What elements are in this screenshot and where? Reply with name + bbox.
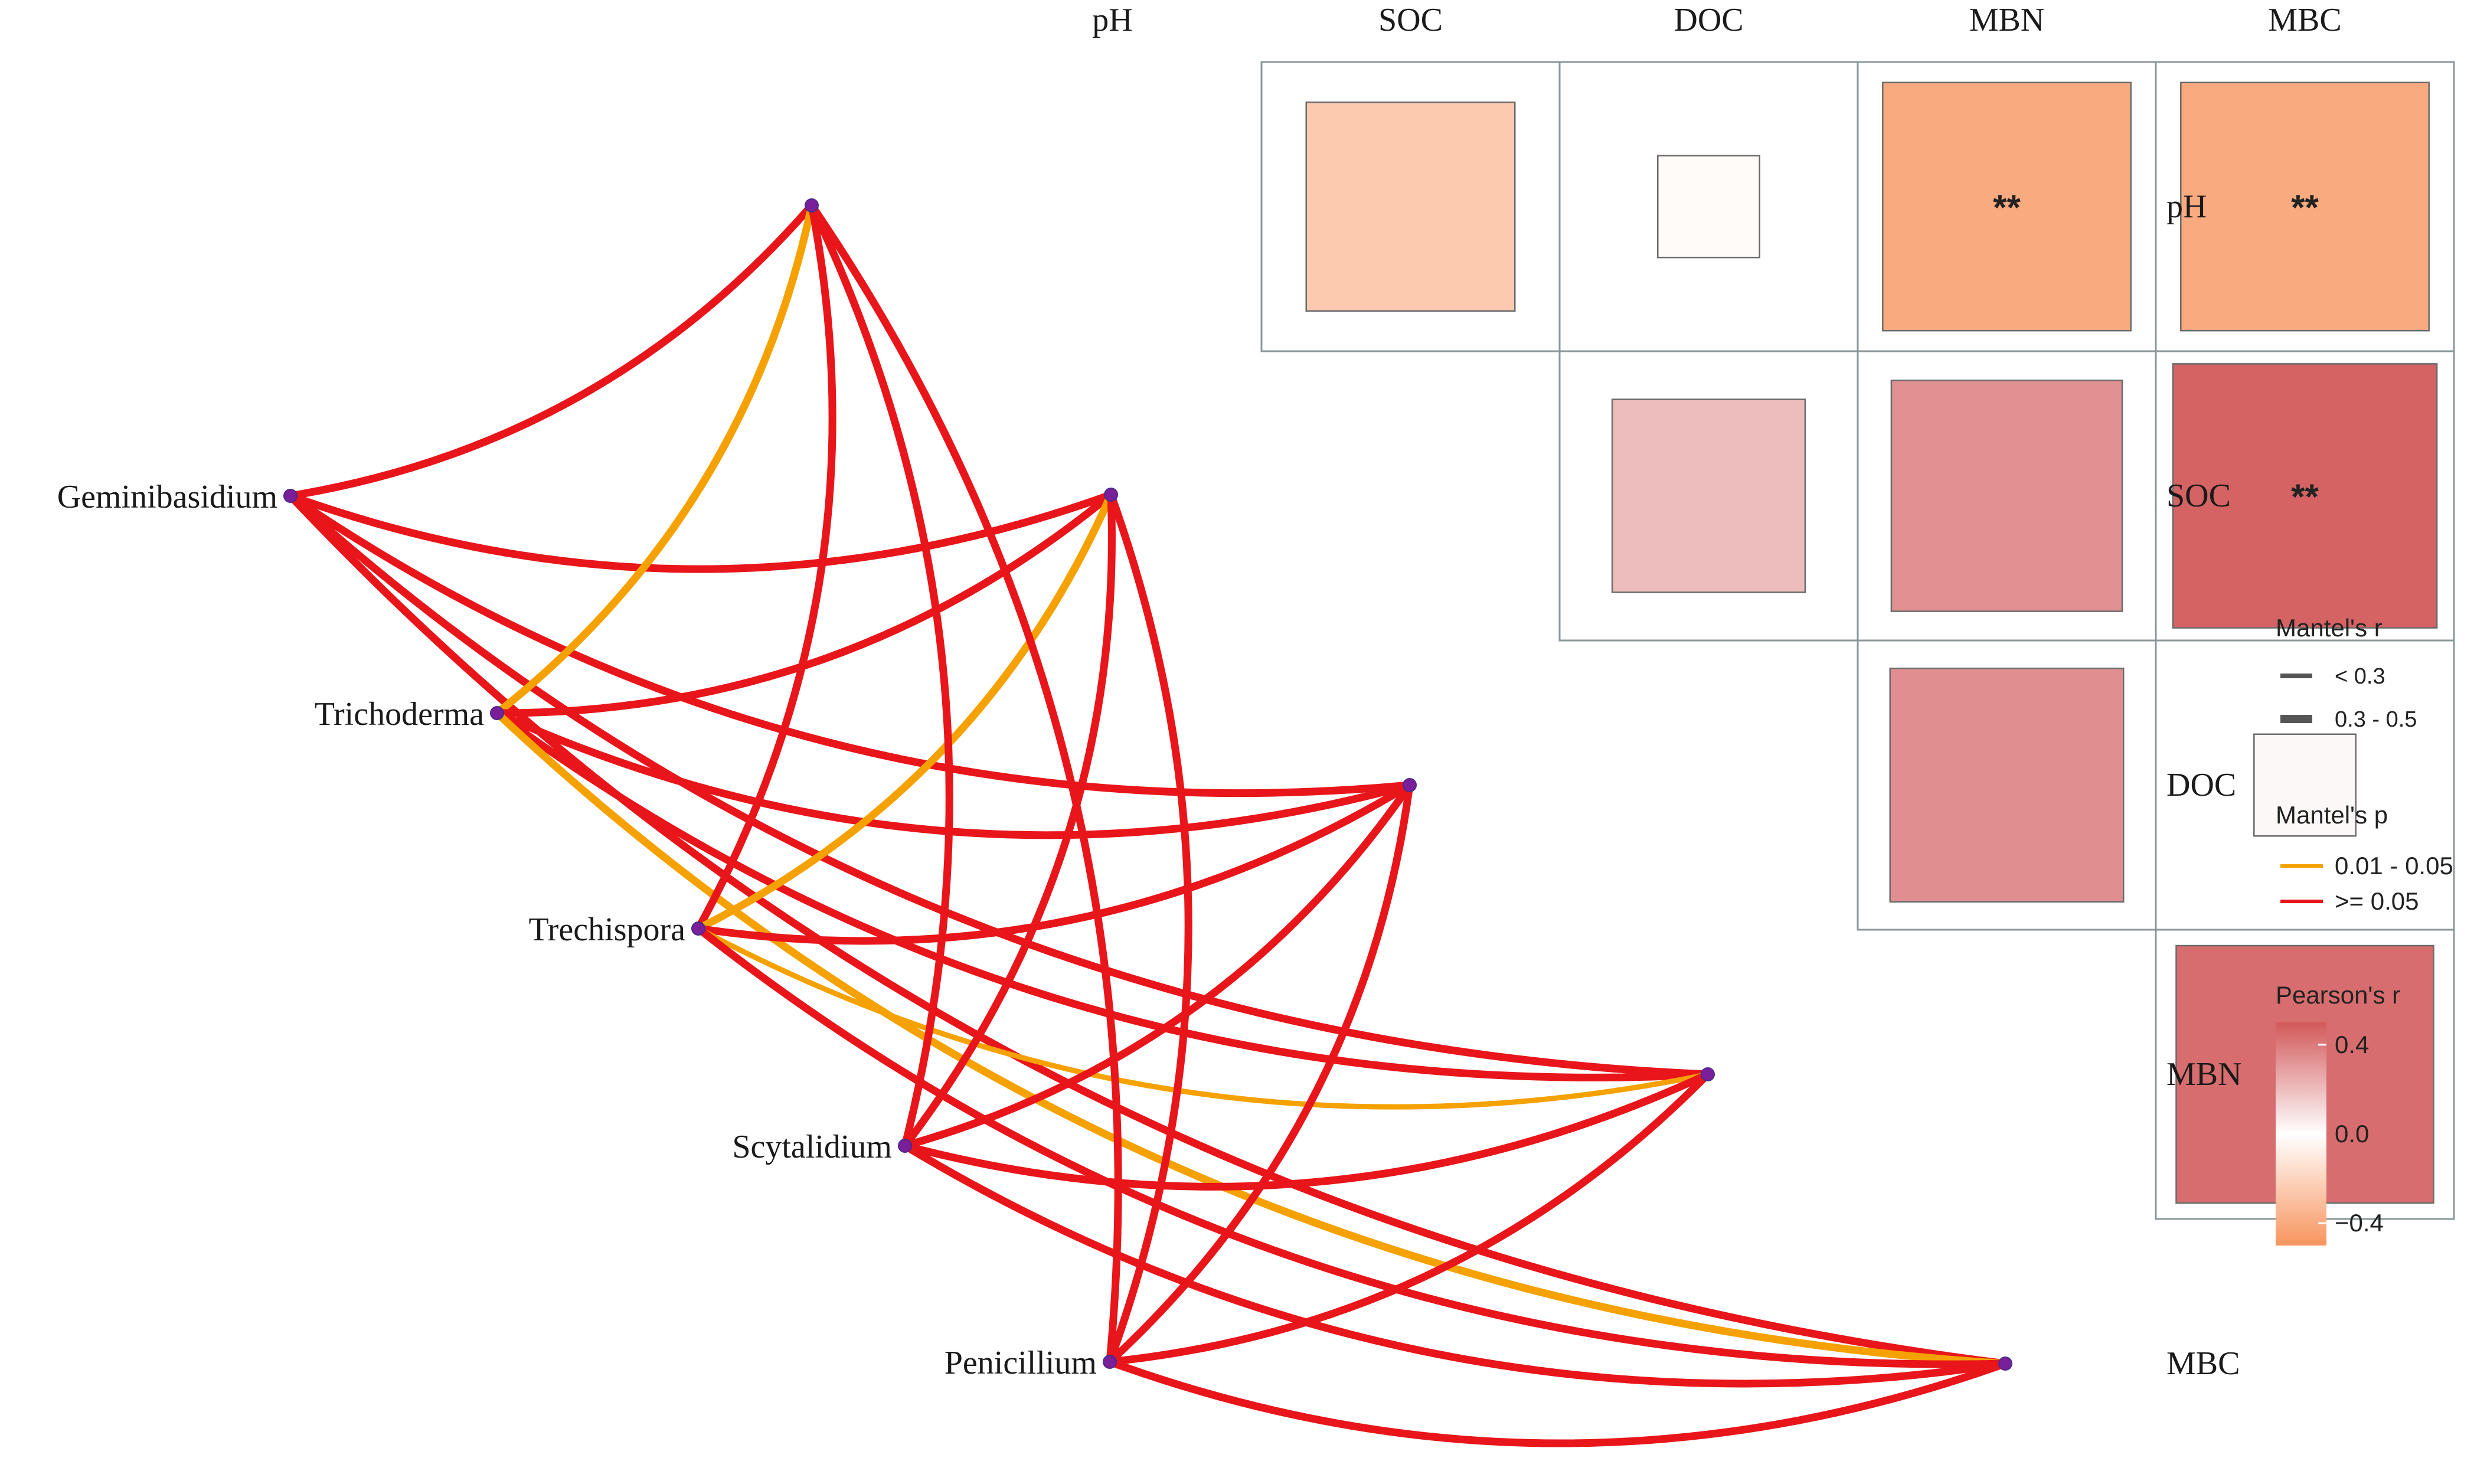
legend-pearson-tick-label-2: −0.4	[2335, 1209, 2384, 1237]
link-trichoderma-doc	[493, 709, 1414, 839]
legend-mantel-r-label-1: 0.3 - 0.5	[2335, 707, 2417, 732]
corr-square-soc-doc	[1611, 398, 1806, 593]
correlation-grid: *******	[1260, 61, 2455, 1220]
row-label-ph: pH	[2166, 188, 2207, 225]
link-geminibasidium-mbn	[286, 492, 1712, 1078]
corr-square-ph-doc	[1657, 155, 1760, 259]
link-scytalidium-ph	[808, 201, 953, 1150]
link-trichoderma-mbc	[493, 709, 2009, 1368]
link-trichoderma-ph	[493, 201, 816, 717]
corr-square-ph-mbn	[1882, 81, 2132, 332]
link-penicillium-mbn	[1106, 1070, 1712, 1366]
taxon-label-geminibasidium: Geminibasidium	[57, 479, 277, 515]
link-geminibasidium-doc	[286, 492, 1414, 797]
link-trechispora-mbn	[695, 926, 1711, 1110]
legend-pearson-title: Pearson's r	[2276, 981, 2400, 1009]
mantel-links	[286, 201, 2009, 1447]
taxon-label-scytalidium: Scytalidium	[732, 1129, 892, 1165]
node-penicillium	[1103, 1355, 1117, 1369]
legend-mantel-p-label-0: 0.01 - 0.05	[2335, 852, 2453, 880]
link-penicillium-soc	[1106, 491, 1192, 1366]
significance-ph-mbn: **	[1993, 188, 2021, 227]
link-penicillium-doc	[1106, 781, 1414, 1366]
axis-labels: pH pH SOC SOC DOC DOC MBN MBN MBC MBC Geminibasidi…	[57, 2, 2342, 1382]
node-soc	[1104, 488, 1118, 502]
legend-pearson-tick-label-1: 0.0	[2335, 1120, 2369, 1148]
col-label-mbn: MBN	[1969, 2, 2045, 38]
legend-mantel-r-title: Mantel's r	[2276, 614, 2383, 642]
corr-square-ph-mbc	[2180, 81, 2430, 332]
node-mbn	[1701, 1067, 1715, 1081]
taxon-label-penicillium: Penicillium	[945, 1345, 1097, 1381]
link-scytalidium-mbc	[901, 1142, 2009, 1388]
legend-mantel-p-title: Mantel's p	[2276, 801, 2388, 829]
col-label-mbc: MBC	[2268, 2, 2342, 38]
corr-square-ph-soc	[1305, 102, 1516, 312]
col-label-doc: DOC	[1674, 2, 1743, 38]
legend-mantel-r-label-0: < 0.3	[2335, 664, 2385, 689]
link-trichoderma-mbn	[493, 709, 1712, 1081]
corr-square-doc-mbc	[2253, 733, 2357, 837]
col-label-soc: SOC	[1378, 2, 1443, 38]
significance-soc-mbc: **	[2291, 477, 2319, 517]
legend-pearson-colorbar	[2276, 1022, 2326, 1246]
network-nodes	[283, 198, 2012, 1371]
row-label-mbc: MBC	[2166, 1345, 2240, 1382]
node-geminibasidium	[283, 489, 298, 503]
link-penicillium-mbc	[1106, 1358, 2009, 1447]
link-scytalidium-mbn	[901, 1070, 1712, 1191]
legend-mantel-p-label-1: >= 0.05	[2335, 887, 2419, 915]
taxon-label-trichoderma: Trichoderma	[315, 696, 484, 733]
node-scytalidium	[898, 1139, 912, 1153]
link-trechispora-soc	[694, 491, 1115, 933]
corr-square-soc-mbn	[1890, 380, 2123, 612]
link-trechispora-ph	[694, 201, 836, 933]
node-doc	[1403, 778, 1417, 792]
link-trechispora-doc	[694, 781, 1414, 945]
row-label-soc: SOC	[2166, 478, 2231, 514]
link-penicillium-ph	[808, 201, 1122, 1366]
significance-ph-mbc: **	[2291, 188, 2319, 227]
col-label-ph: pH	[1092, 2, 1132, 38]
link-scytalidium-doc	[901, 781, 1414, 1150]
row-label-doc: DOC	[2166, 767, 2236, 803]
legend-pearson-tick-label-0: 0.4	[2335, 1031, 2369, 1058]
link-trechispora-mbc	[694, 924, 2009, 1368]
corr-square-doc-mbn	[1889, 668, 2125, 903]
node-mbc	[1998, 1356, 2012, 1371]
link-geminibasidium-ph	[286, 201, 816, 500]
node-trichoderma	[490, 706, 504, 720]
corr-square-soc-mbc	[2172, 363, 2438, 629]
link-scytalidium-soc	[901, 491, 1116, 1150]
link-trichoderma-soc	[493, 491, 1115, 717]
node-trechispora	[691, 921, 705, 936]
row-label-mbn: MBN	[2166, 1056, 2242, 1093]
taxon-label-trechispora: Trechispora	[529, 911, 686, 948]
node-ph	[805, 198, 819, 213]
